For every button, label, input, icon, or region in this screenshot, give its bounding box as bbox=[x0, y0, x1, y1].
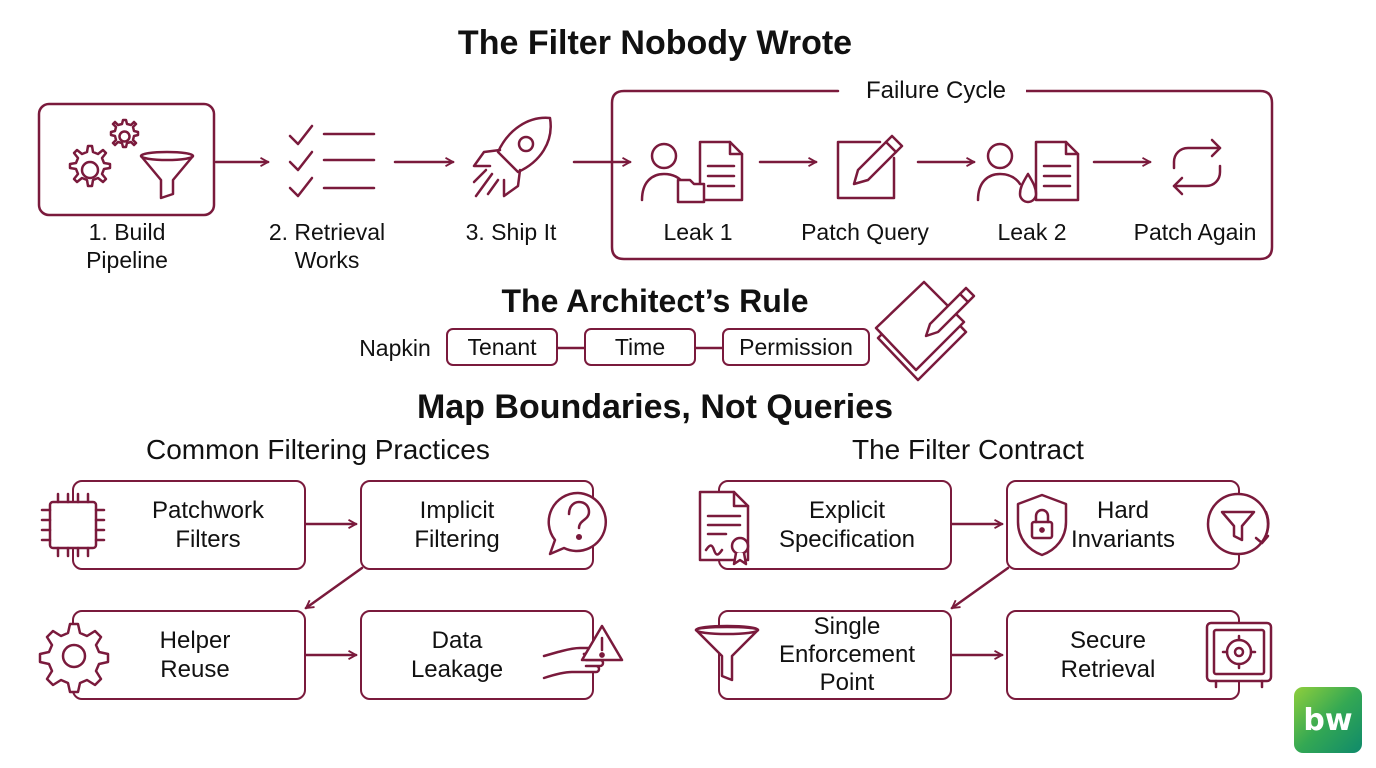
arrow-implicit-to-helper bbox=[306, 566, 364, 610]
rocket-icon bbox=[472, 116, 552, 198]
safe-vault-icon bbox=[1205, 621, 1273, 689]
failure-cycle-frame bbox=[610, 89, 1274, 261]
chip-icon bbox=[40, 492, 106, 558]
tenant-boundary: Tenant bbox=[446, 328, 558, 366]
leak-1-label: Leak 1 bbox=[663, 219, 733, 245]
arrow-hard-to-single bbox=[952, 566, 1010, 610]
edit-pencil-icon bbox=[836, 134, 904, 200]
patch-query-label: Patch Query bbox=[801, 219, 929, 245]
time-boundary: Time bbox=[584, 328, 696, 366]
user-document-icon bbox=[640, 140, 744, 204]
leak-2-label: Leak 2 bbox=[997, 219, 1067, 245]
user-leak-document-icon bbox=[976, 140, 1080, 204]
certificate-document-icon bbox=[698, 490, 750, 566]
main-title: The Filter Nobody Wrote bbox=[457, 24, 853, 62]
ship-it-label: 3. Ship It bbox=[465, 219, 557, 245]
question-bubble-icon bbox=[547, 491, 608, 556]
permission-boundary: Permission bbox=[722, 328, 870, 366]
refresh-cycle-icon bbox=[1172, 138, 1222, 196]
filter-funnel-icon bbox=[694, 624, 760, 682]
architects-rule-title: The Architect’s Rule bbox=[501, 283, 809, 319]
shield-lock-icon bbox=[1016, 493, 1068, 557]
gear-icon bbox=[38, 622, 110, 694]
napkin-label: Napkin bbox=[359, 335, 431, 361]
brand-logo: bw bbox=[1294, 687, 1362, 753]
failure-cycle-title: Failure Cycle bbox=[846, 77, 1026, 105]
gears-icon bbox=[68, 118, 140, 188]
map-boundaries-title: Map Boundaries, Not Queries bbox=[416, 388, 894, 426]
common-practices-title: Common Filtering Practices bbox=[146, 434, 490, 465]
checklist-icon bbox=[288, 124, 376, 198]
funnel-icon bbox=[139, 150, 195, 200]
patch-again-label: Patch Again bbox=[1133, 219, 1257, 245]
filter-contract-title: The Filter Contract bbox=[852, 434, 1084, 465]
napkin-pencil-icon bbox=[874, 280, 976, 382]
build-pipeline-frame bbox=[37, 102, 216, 217]
hand-warning-icon bbox=[542, 624, 624, 680]
funnel-refresh-icon bbox=[1206, 492, 1270, 556]
